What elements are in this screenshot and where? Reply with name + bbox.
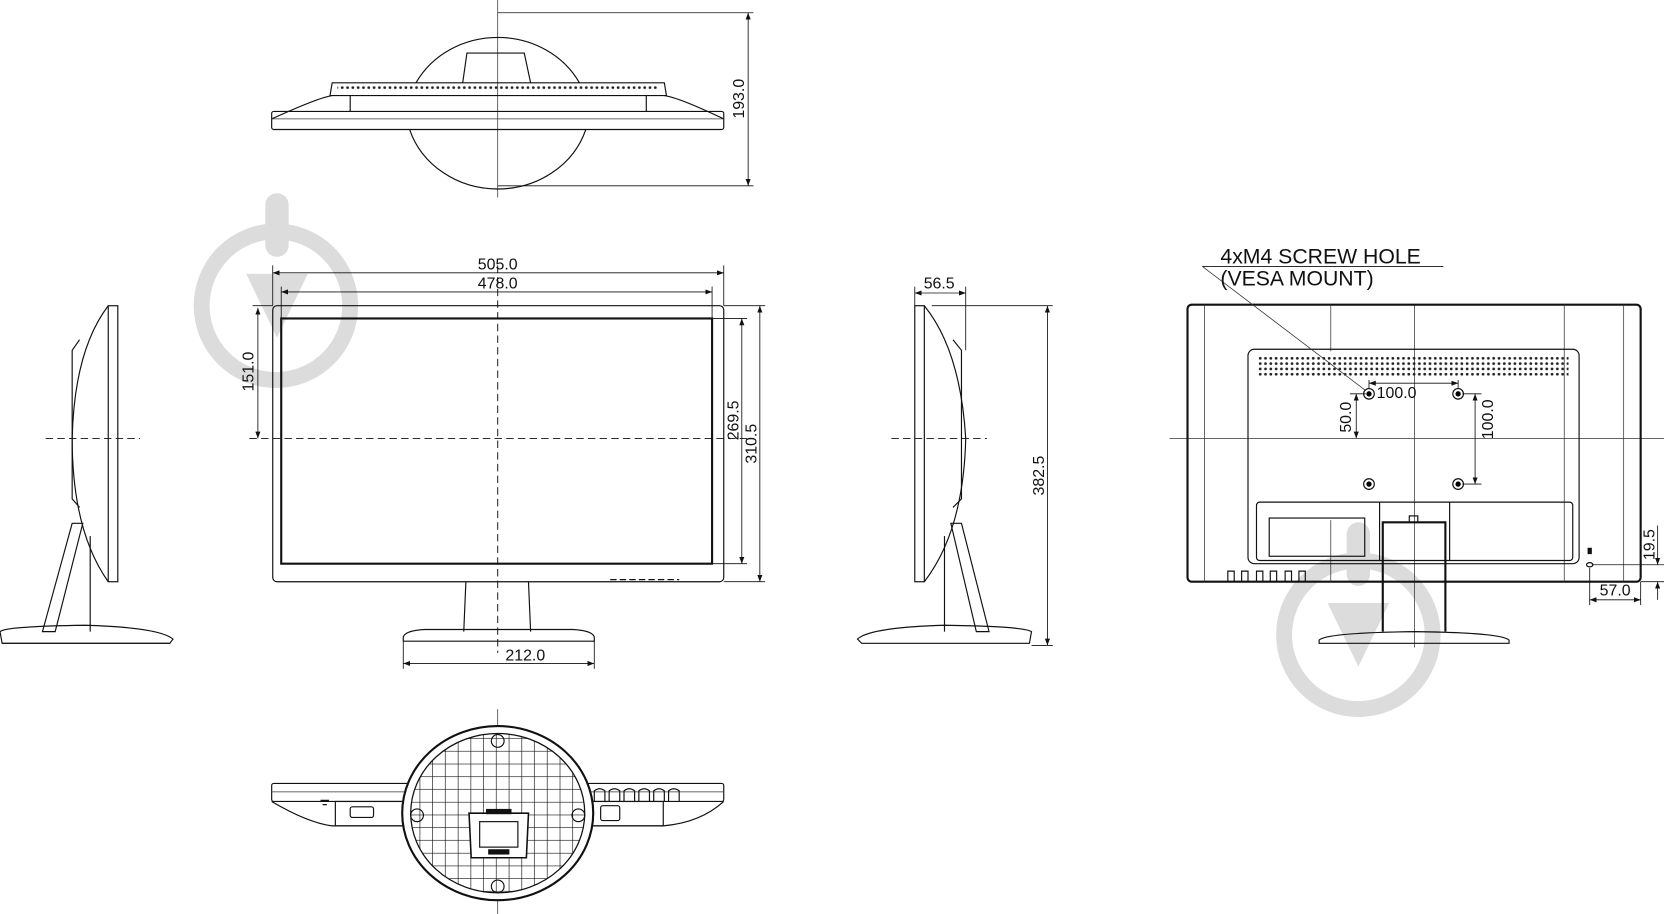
vesa-screw-holes <box>1363 387 1465 490</box>
bottom-view <box>271 709 725 914</box>
vesa-mount-annotation: (VESA MOUNT) <box>1220 268 1373 291</box>
rear-view: 4xM4 SCREW HOLE (VESA MOUNT) 100.0 50.0 … <box>1169 245 1664 648</box>
dimension-vesa-horizontal: 100.0 <box>1377 385 1417 402</box>
dimension-screen-width: 478.0 <box>478 276 518 293</box>
dimension-panel-height: 310.5 <box>744 424 761 464</box>
dimension-overall-width: 505.0 <box>478 257 518 274</box>
dimension-lock-offset: 57.0 <box>1600 583 1631 600</box>
dimension-panel-depth: 56.5 <box>924 276 955 293</box>
screw-hole-annotation: 4xM4 SCREW HOLE <box>1220 245 1420 268</box>
top-view: 193.0 <box>271 0 754 198</box>
download-circle-icon <box>1276 522 1441 718</box>
left-side-view <box>0 305 174 644</box>
dimension-total-height: 382.5 <box>1031 456 1048 496</box>
dimension-screen-height: 269.5 <box>726 400 743 440</box>
right-side-view: 56.5 382.5 <box>856 276 1053 646</box>
dimension-lock-height: 19.5 <box>1641 529 1658 560</box>
dimension-base-width: 212.0 <box>505 647 545 664</box>
dimension-vesa-offset: 50.0 <box>1338 402 1355 433</box>
download-circle-icon <box>193 193 359 388</box>
dimension-vesa-vertical: 100.0 <box>1480 399 1497 439</box>
front-view: 505.0 478.0 151.0 269.5 310.5 212.0 <box>241 257 766 669</box>
dimension-center-height: 151.0 <box>241 351 258 391</box>
dimension-top-depth: 193.0 <box>731 79 748 119</box>
